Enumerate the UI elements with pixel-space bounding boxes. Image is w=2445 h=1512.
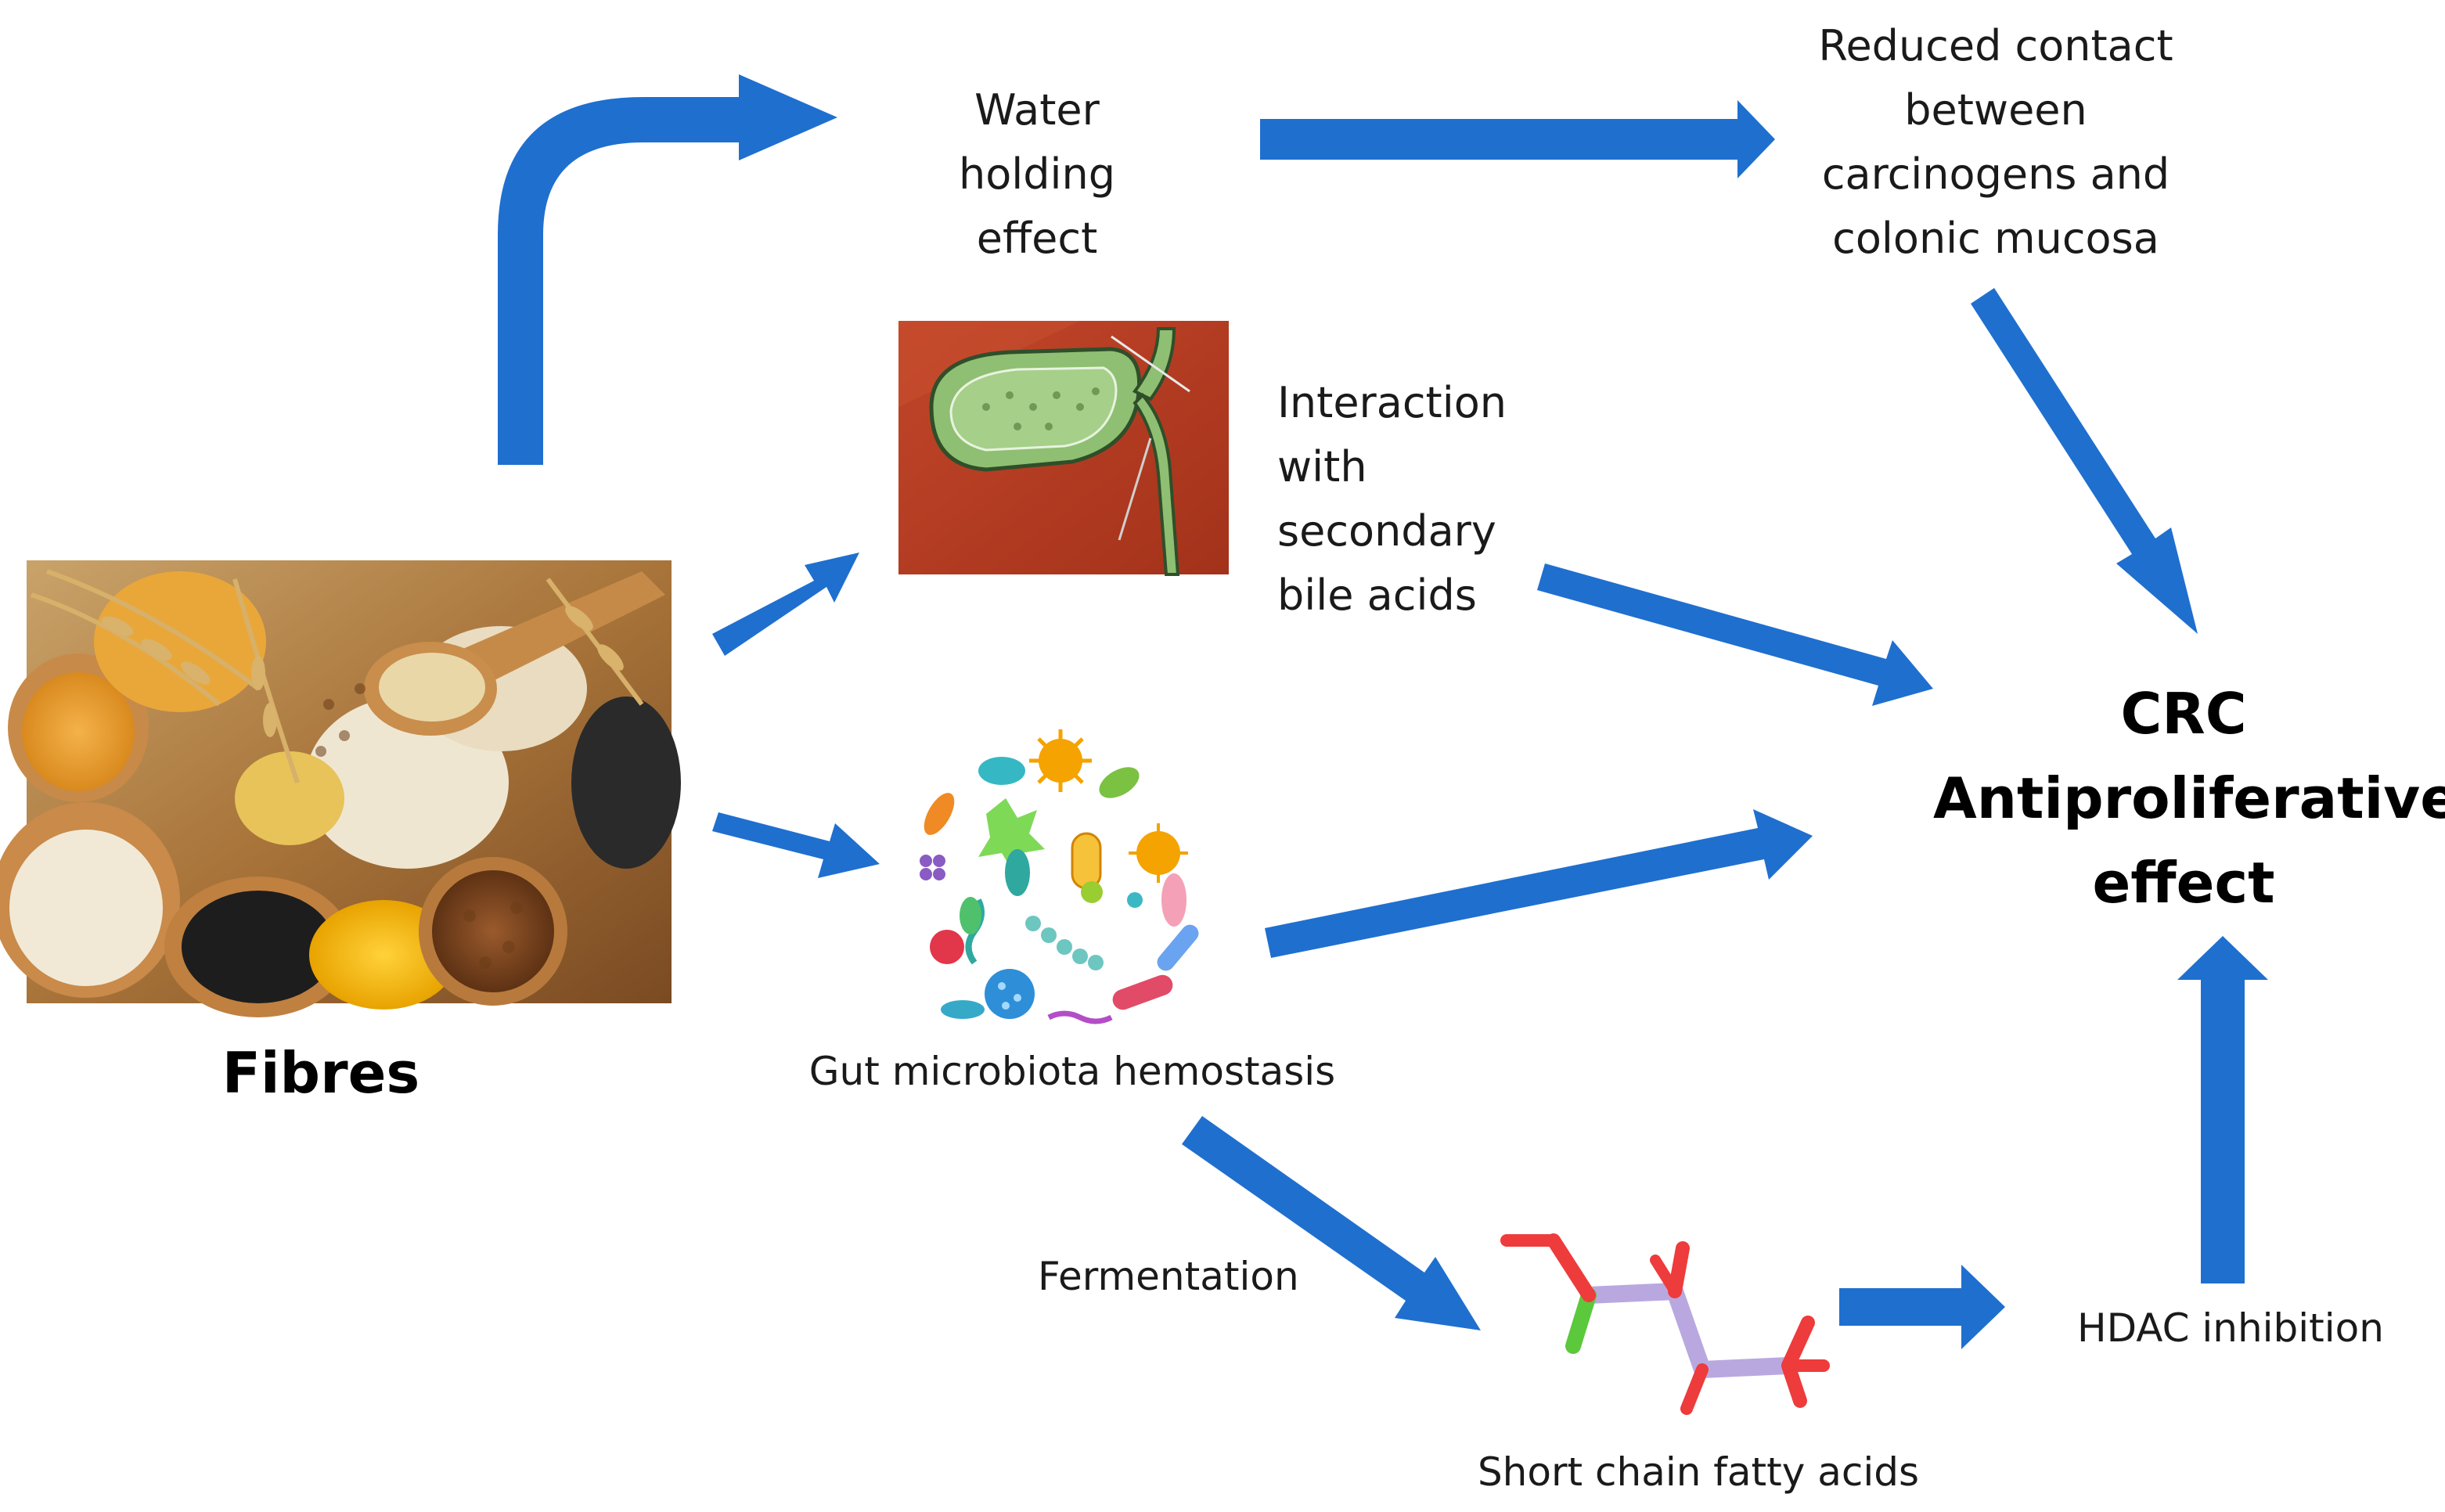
arrow-scfa-to-hdac	[1839, 1265, 2005, 1349]
reduced-contact-label: Reduced contact between carcinogens and …	[1818, 21, 2173, 263]
arrow-reduced-to-crc	[1971, 288, 2198, 634]
gut-microbiota-label: Gut microbiota hemostasis	[808, 1049, 1336, 1094]
arrow-microbiota-to-crc	[1265, 809, 1813, 958]
arrow-water-to-reduced	[1260, 100, 1775, 178]
hdac-label: HDAC inhibition	[2077, 1305, 2384, 1351]
orange-virus-icon	[1029, 729, 1092, 792]
scfa-molecule-icon	[1500, 1233, 1830, 1415]
fermentation-label: Fermentation	[1038, 1254, 1299, 1299]
gallbladder-illustration	[898, 321, 1229, 576]
fibres-label: Fibres	[221, 1040, 420, 1106]
arrow-hdac-to-crc	[2177, 936, 2268, 1283]
microbiota-illustration	[912, 710, 1233, 1031]
bile-acids-label: Interaction with secondary bile acids	[1277, 378, 1507, 620]
scfa-label: Short chain fatty acids	[1477, 1449, 1920, 1495]
crc-effect-label: CRC Antiproliferative effect	[1933, 681, 2445, 916]
arrow-bile-to-crc	[1537, 563, 1933, 706]
fibres-photo	[0, 560, 681, 1017]
water-holding-label: Water holding effect	[958, 85, 1116, 263]
arrow-fibres-to-water	[498, 74, 837, 465]
arrow-microbiota-to-scfa	[1182, 1116, 1481, 1330]
arrows	[498, 74, 2268, 1349]
arrow-fibres-to-microbiota	[712, 812, 880, 878]
arrow-fibres-to-bile	[712, 553, 859, 656]
